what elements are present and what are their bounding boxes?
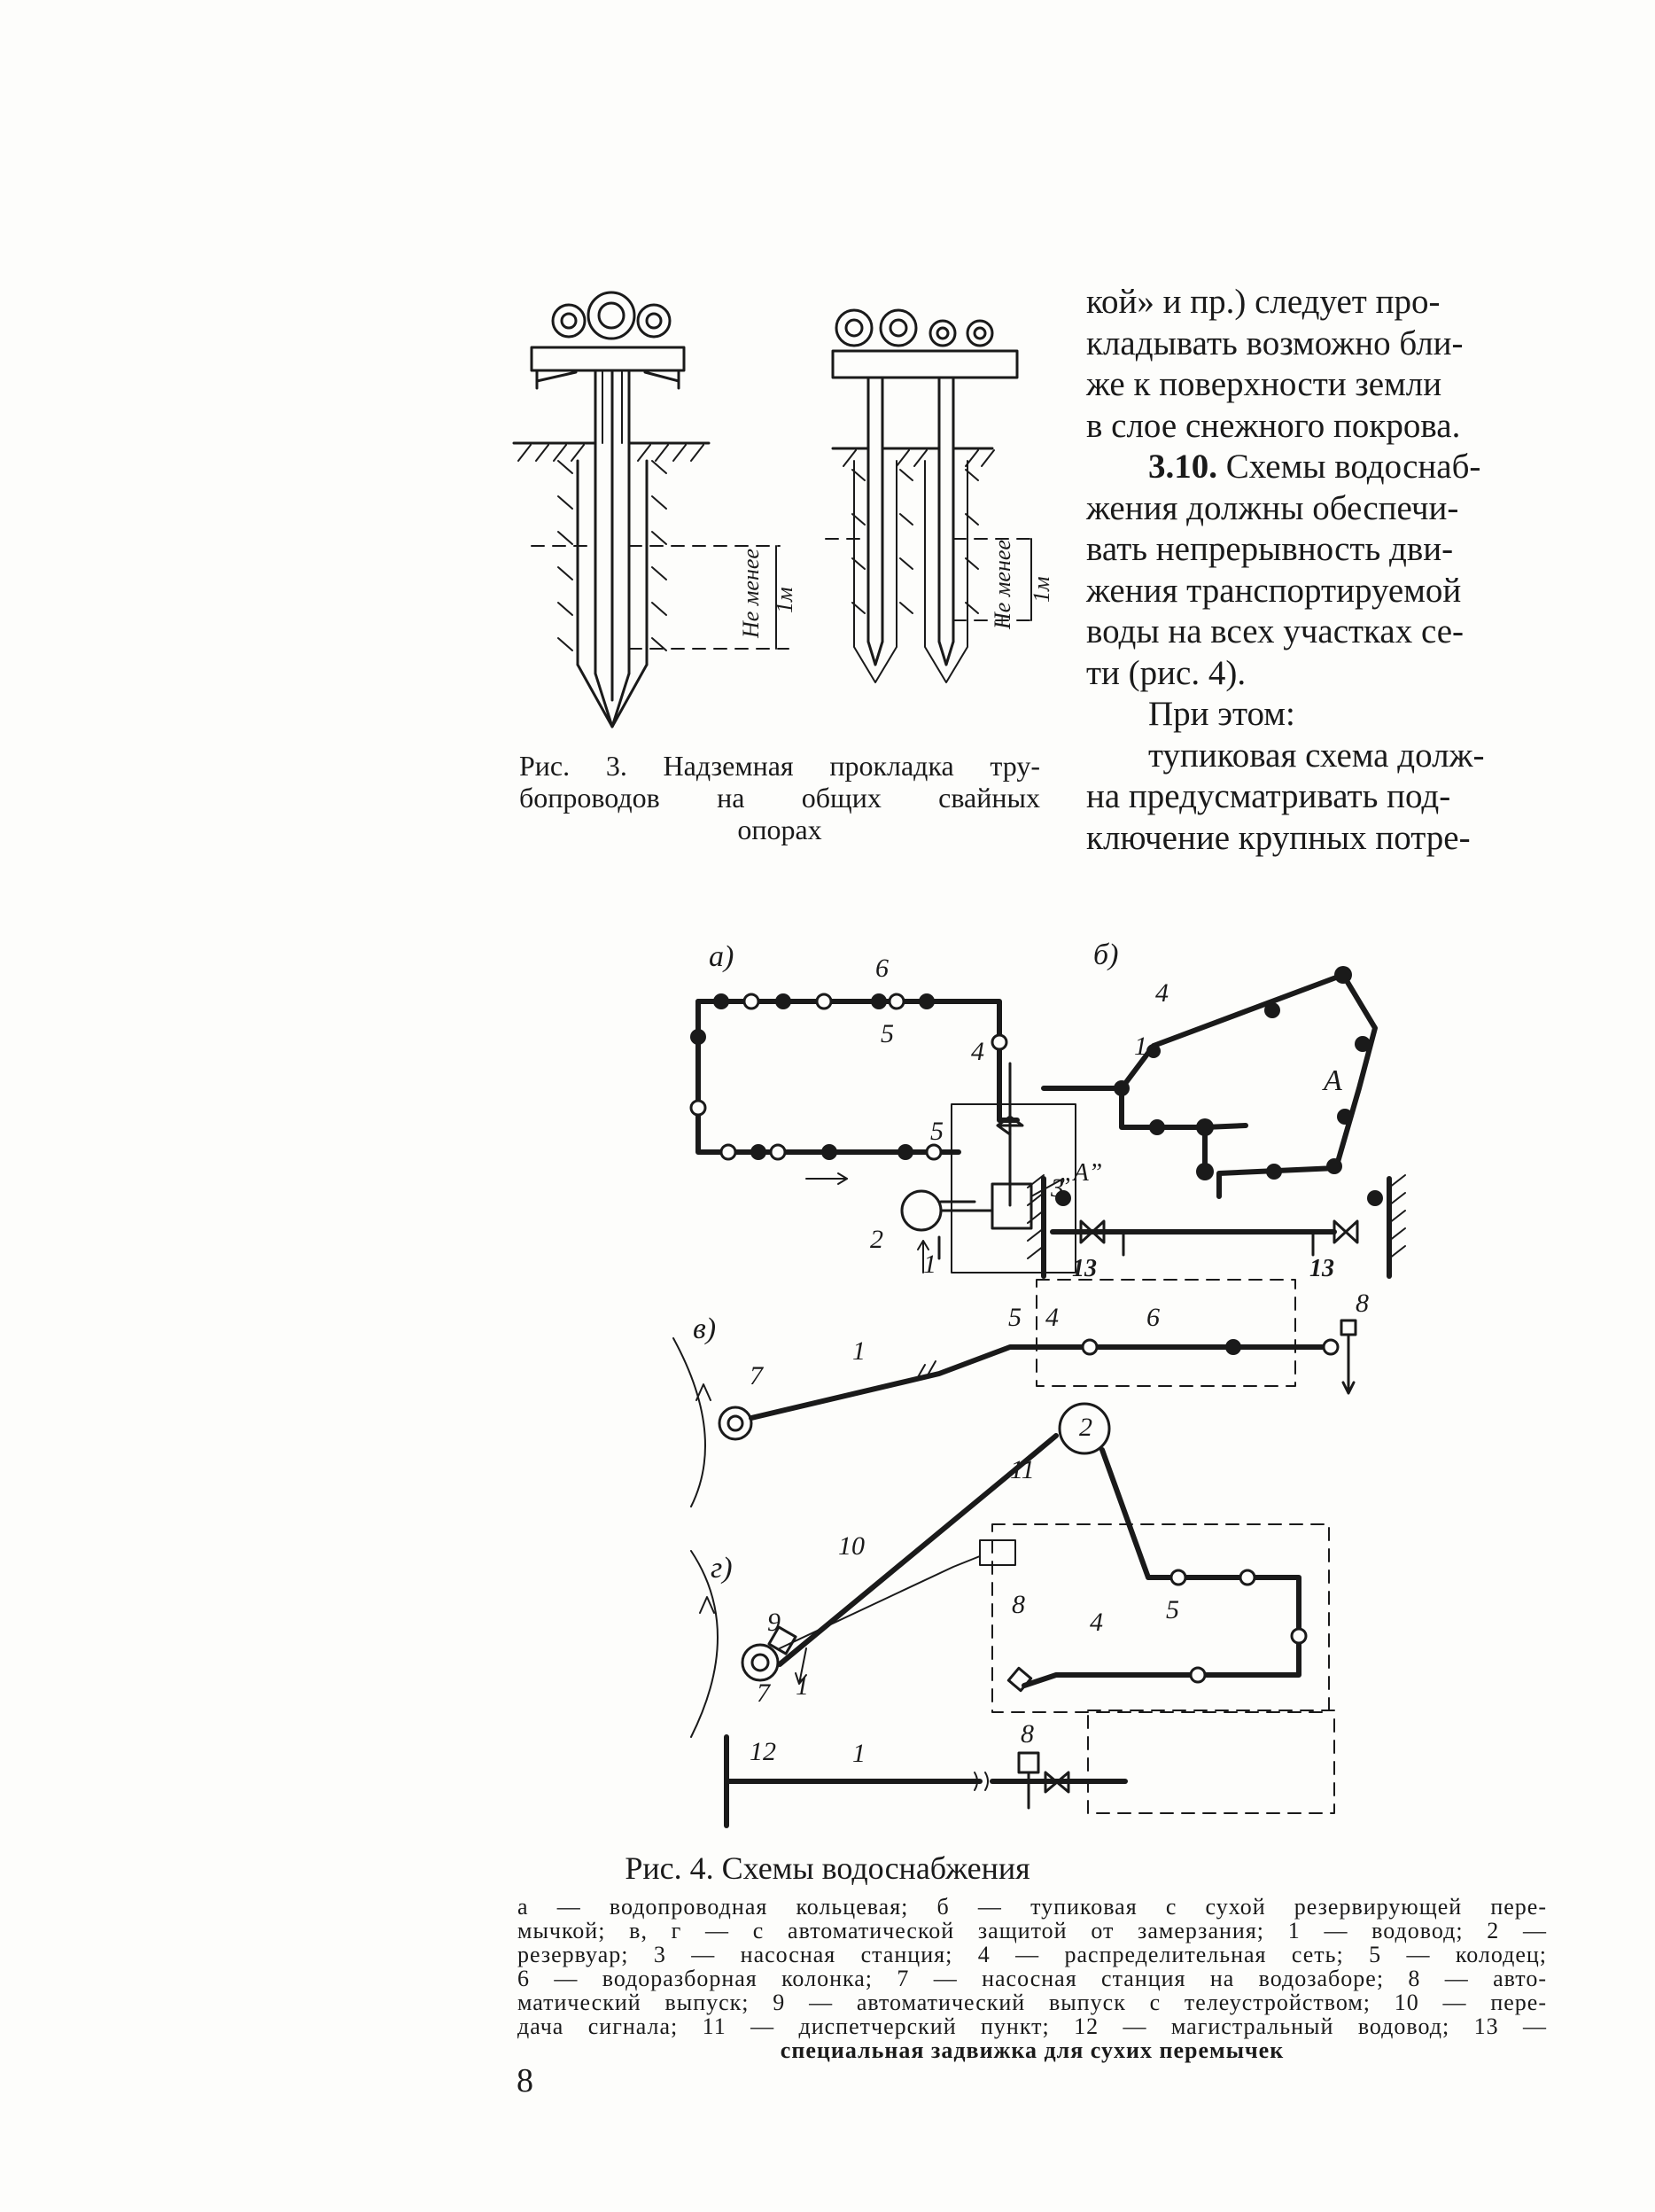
figure4-caption-title: Рис. 4. Схемы водоснабжения [625, 1850, 1030, 1886]
body-line: же к поверхности земли [1086, 365, 1442, 403]
num-2: 2 [870, 1225, 883, 1254]
num-5: 5 [881, 1019, 894, 1048]
tail-line: тупиковая схема долж- [1148, 736, 1485, 775]
scheme-g: г) 10 11 2 9 1 7 8 4 5 [690, 1402, 1330, 1738]
panel-label-a: а) [709, 940, 734, 973]
num-8c: 8 [1021, 1719, 1034, 1749]
figure4-drawing: а) 6 5 4 5 3 2 1 б) 1 4 А „А” 13 13 [672, 939, 1406, 1828]
num-7g: 7 [757, 1678, 772, 1708]
num-5v: 5 [1008, 1303, 1022, 1332]
figure3-drawing: Не менее 1м Не менее 1м [512, 291, 1054, 728]
pile-support-left [512, 291, 789, 728]
pri-etom-line: При этом: [1148, 695, 1295, 733]
section-line: воды на всех участках се- [1086, 612, 1465, 650]
body-line: кладывать возможно бли- [1086, 323, 1464, 362]
caption-line: Рис. 3. Надземная прокладка тру- [519, 750, 1040, 782]
num-6v: 6 [1146, 1303, 1160, 1332]
scheme-v: в) 1 7 5 4 6 8 [672, 1279, 1369, 1507]
pile-support-right [825, 308, 1037, 683]
legend-line: специальная задвижка для сухих перемычек [780, 2037, 1285, 2063]
num-8g: 8 [1012, 1590, 1025, 1619]
num-7v: 7 [750, 1361, 765, 1390]
scheme-bottom: 12 1 8 [724, 1710, 1335, 1828]
num-12: 12 [750, 1737, 776, 1766]
label-1m-right: 1м [1029, 576, 1054, 603]
num-1c: 1 [852, 1739, 866, 1768]
section-line: жения транспортируемой [1086, 571, 1462, 610]
tail-line: ключение крупных потре- [1086, 818, 1471, 857]
label-1m-left: 1м [772, 587, 797, 613]
num-6: 6 [875, 954, 889, 983]
marker-A-quoted: „А” [1060, 1159, 1102, 1187]
legend-line: дача сигнала; 11 — диспетчерский пункт; … [517, 2013, 1547, 2039]
body-line: кой» и пр.) следует про- [1086, 283, 1441, 321]
num-13b: 13 [1309, 1255, 1334, 1282]
section-number: 3.10. [1148, 448, 1217, 486]
num-8v: 8 [1356, 1289, 1369, 1318]
figure4-legend: а — водопроводная кольцевая; б — тупиков… [517, 1895, 1547, 2062]
num-13a: 13 [1072, 1255, 1097, 1282]
num-1v: 1 [852, 1336, 866, 1366]
num-4v: 4 [1045, 1303, 1059, 1332]
num-5b: 5 [930, 1117, 944, 1146]
section-line: Схемы водоснаб- [1225, 448, 1481, 486]
label-ne-menee-right: Не менее [990, 540, 1015, 630]
num-4g: 4 [1090, 1608, 1103, 1637]
page-number: 8 [517, 2062, 533, 2099]
section-line: вать непрерывность дви- [1086, 530, 1454, 568]
num-4: 4 [971, 1037, 984, 1066]
num-10: 10 [838, 1531, 865, 1561]
caption-line: бопроводов на общих свайных [519, 782, 1040, 814]
panel-label-v: в) [693, 1312, 716, 1345]
label-ne-menee-left: Не менее [738, 549, 764, 639]
legend-line: резервуар; 3 — насосная станция; 4 — рас… [517, 1942, 1547, 1967]
panel-label-g: г) [711, 1552, 733, 1585]
tail-line: на предусматривать под- [1086, 777, 1451, 815]
section-line: жения должны обеспечи- [1086, 488, 1459, 527]
body-text-column: кой» и пр.) следует про- кладывать возмо… [1086, 282, 1511, 859]
marker-A: А [1322, 1064, 1342, 1097]
scheme-b-dead-end: б) 1 4 А „А” 13 13 [1027, 939, 1406, 1282]
legend-line: а — водопроводная кольцевая; б — тупиков… [517, 1894, 1547, 1920]
body-line: в слое снежного покрова. [1086, 406, 1461, 445]
num-2g: 2 [1079, 1413, 1092, 1442]
panel-label-b: б) [1093, 939, 1118, 971]
legend-line: 6 — водоразборная колонка; 7 — насосная … [517, 1966, 1547, 1991]
num-9: 9 [767, 1608, 781, 1637]
legend-line: матический выпуск; 9 — автоматический вы… [517, 1990, 1547, 2015]
caption-line: опорах [737, 814, 822, 845]
section-line: ти (рис. 4). [1086, 653, 1247, 692]
num-5g: 5 [1166, 1595, 1179, 1624]
num-1b: 1 [1134, 1032, 1147, 1061]
num-1g: 1 [796, 1671, 809, 1701]
legend-line: мычкой; в, г — с автоматической защитой … [517, 1918, 1547, 1943]
num-4b: 4 [1155, 978, 1169, 1008]
figure3-caption: Рис. 3. Надземная прокладка тру- бопрово… [519, 750, 1040, 845]
num-1a: 1 [923, 1250, 936, 1279]
section-first-line: 3.10. Схемы водоснаб- [1086, 447, 1511, 488]
scheme-a-ring: а) 6 5 4 5 3 2 1 [689, 940, 1076, 1279]
